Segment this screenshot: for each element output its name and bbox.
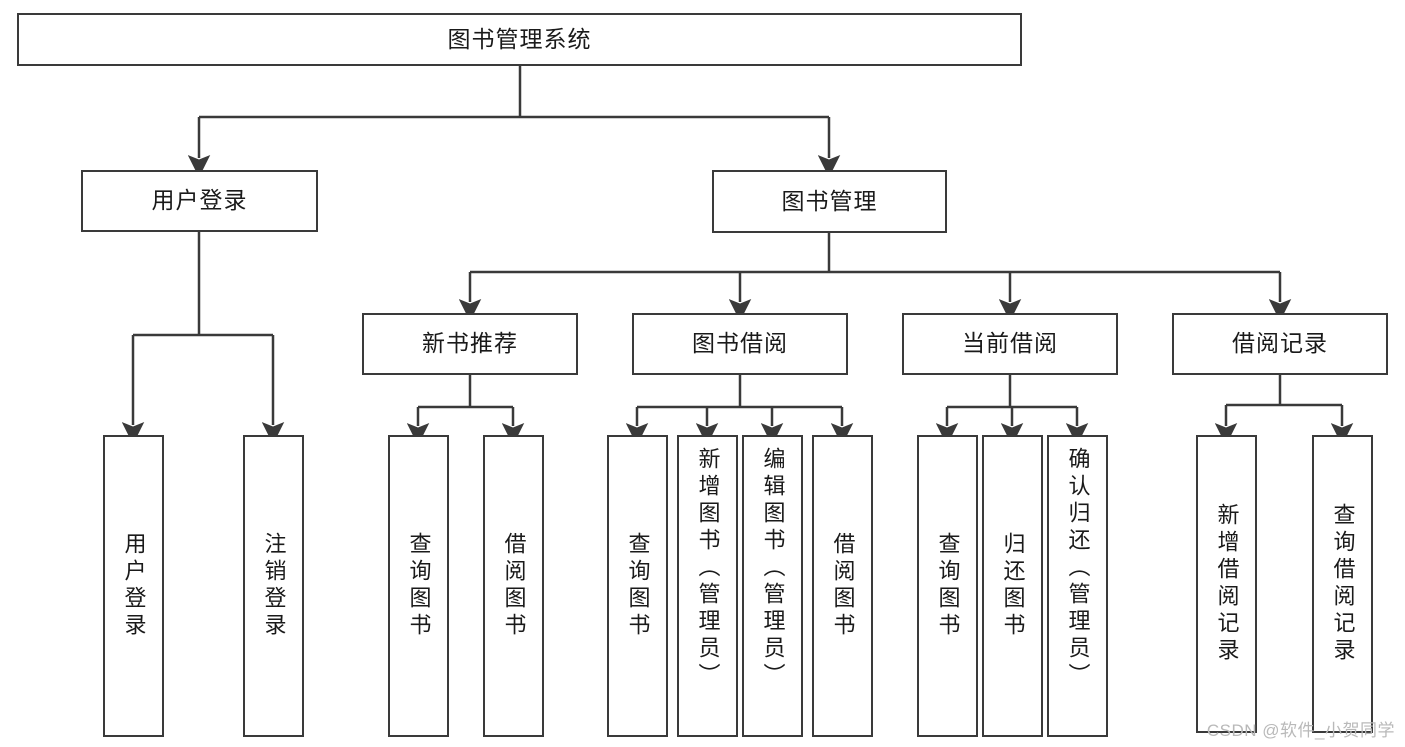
- node-root-system[interactable]: 图书管理系统: [17, 13, 1022, 66]
- node-leaf-return-book-label: 归还图书: [1000, 532, 1026, 640]
- csdn-watermark: CSDN @软件_小贺同学: [1206, 721, 1395, 740]
- node-leaf-query-book-3[interactable]: 查询图书: [917, 435, 978, 737]
- node-leaf-query-book-1-label: 查询图书: [406, 532, 432, 640]
- node-new-book-recommend[interactable]: 新书推荐: [362, 313, 578, 375]
- node-leaf-add-book-admin[interactable]: 新增图书（管理员）: [677, 435, 738, 737]
- node-book-management-label: 图书管理: [781, 187, 878, 214]
- node-user-login[interactable]: 用户登录: [81, 170, 318, 232]
- node-leaf-add-book-admin-label: 新增图书（管理员）: [695, 447, 721, 690]
- node-leaf-query-borrow-record[interactable]: 查询借阅记录: [1312, 435, 1373, 733]
- node-borrow-records[interactable]: 借阅记录: [1172, 313, 1388, 375]
- node-leaf-logout[interactable]: 注销登录: [243, 435, 304, 737]
- node-leaf-user-login-label: 用户登录: [121, 532, 147, 640]
- node-leaf-query-book-1[interactable]: 查询图书: [388, 435, 449, 737]
- node-leaf-add-borrow-record-label: 新增借阅记录: [1214, 503, 1240, 665]
- node-leaf-borrow-book-1[interactable]: 借阅图书: [483, 435, 544, 737]
- node-leaf-return-book[interactable]: 归还图书: [982, 435, 1043, 737]
- node-leaf-edit-book-admin[interactable]: 编辑图书（管理员）: [742, 435, 803, 737]
- node-book-management[interactable]: 图书管理: [712, 170, 947, 233]
- node-leaf-add-borrow-record[interactable]: 新增借阅记录: [1196, 435, 1257, 733]
- node-borrow-records-label: 借阅记录: [1232, 330, 1328, 357]
- node-new-book-recommend-label: 新书推荐: [422, 330, 518, 357]
- node-book-borrow[interactable]: 图书借阅: [632, 313, 848, 375]
- node-leaf-user-login[interactable]: 用户登录: [103, 435, 164, 737]
- node-leaf-query-book-2-label: 查询图书: [625, 532, 651, 640]
- node-leaf-query-book-2[interactable]: 查询图书: [607, 435, 668, 737]
- node-leaf-borrow-book-1-label: 借阅图书: [501, 532, 527, 640]
- node-user-login-label: 用户登录: [151, 187, 248, 214]
- node-current-borrow-label: 当前借阅: [962, 330, 1058, 357]
- node-book-borrow-label: 图书借阅: [692, 330, 788, 357]
- node-leaf-borrow-book-2[interactable]: 借阅图书: [812, 435, 873, 737]
- node-current-borrow[interactable]: 当前借阅: [902, 313, 1118, 375]
- node-leaf-confirm-return-admin-label: 确认归还（管理员）: [1065, 447, 1091, 690]
- node-leaf-logout-label: 注销登录: [261, 532, 287, 640]
- node-leaf-query-borrow-record-label: 查询借阅记录: [1330, 503, 1356, 665]
- node-leaf-borrow-book-2-label: 借阅图书: [830, 532, 856, 640]
- node-root-system-label: 图书管理系统: [447, 25, 592, 52]
- node-leaf-confirm-return-admin[interactable]: 确认归还（管理员）: [1047, 435, 1108, 737]
- node-leaf-edit-book-admin-label: 编辑图书（管理员）: [760, 447, 786, 690]
- node-leaf-query-book-3-label: 查询图书: [935, 532, 961, 640]
